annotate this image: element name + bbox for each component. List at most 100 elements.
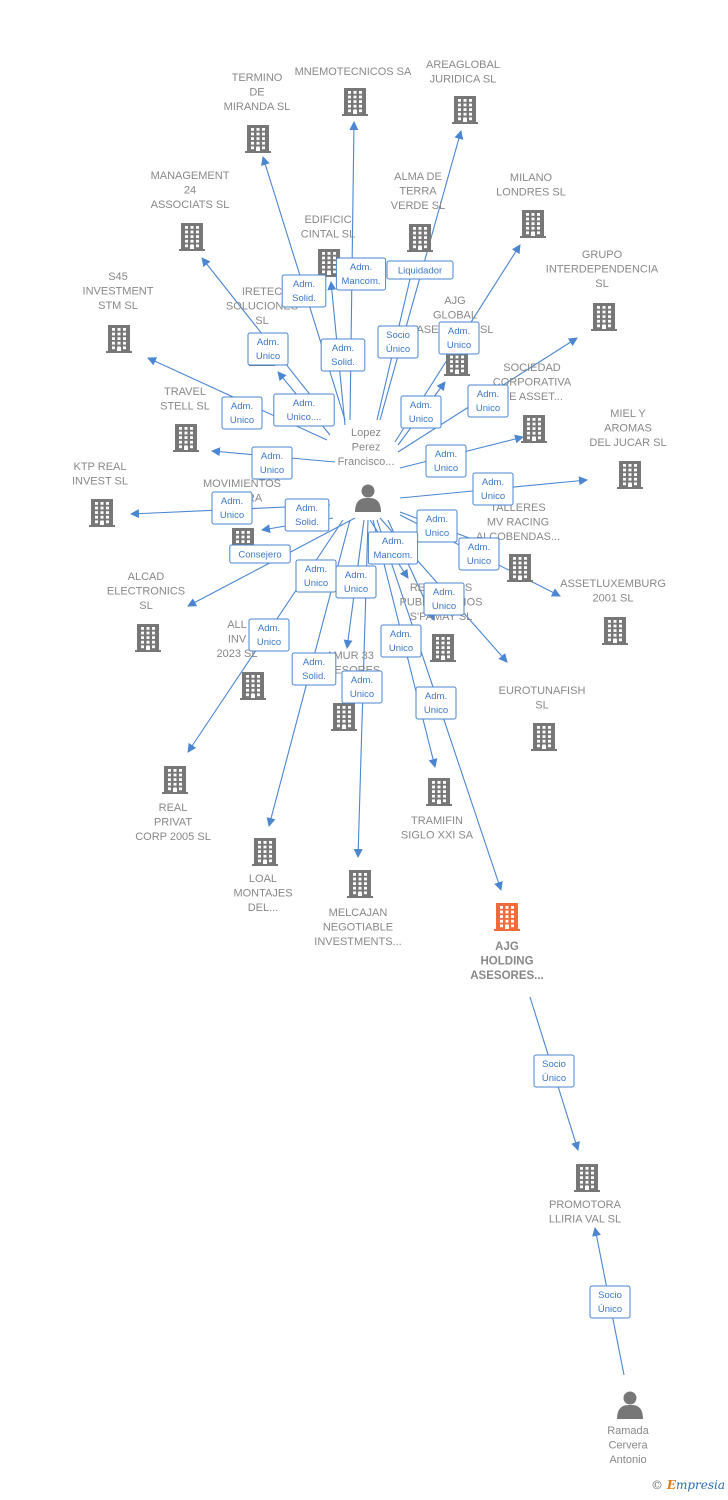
brand-initial: E: [666, 1478, 676, 1492]
node-label: ALMA DE: [394, 171, 442, 183]
node-label: AMUR 33: [326, 650, 374, 662]
node-label: DEL JUCAR SL: [589, 437, 666, 449]
building-icon: [135, 624, 161, 652]
edge-label-miel-aromas[interactable]: Adm.Unico: [472, 472, 514, 506]
edge-label-text: Unico: [447, 340, 471, 351]
edge-label-termino[interactable]: Adm.Solid.: [281, 274, 327, 308]
edge-label-text: Único: [598, 1304, 622, 1315]
edge-label-management24[interactable]: Adm.Unico: [247, 332, 289, 366]
edge-label-mnemotecnicos[interactable]: Adm.Mancom.: [335, 257, 387, 291]
node-label: INVEST SL: [72, 476, 128, 488]
building-icon: [347, 870, 373, 898]
node-label: INTERDEPENDENCIA: [546, 264, 659, 276]
edge-label-box: [273, 393, 335, 427]
node-ajg-holding[interactable]: AJGHOLDINGASESORES...: [470, 903, 544, 982]
edge-label-alcad[interactable]: Consejero: [229, 544, 291, 564]
edge-label-text: Liquidador: [398, 266, 442, 277]
edge-label-grupo-inter[interactable]: Adm.Unico: [467, 384, 509, 418]
edge-label-loal[interactable]: Adm.Solid.: [291, 652, 337, 686]
edge-label-all-inv[interactable]: Adm.Mancom.: [367, 531, 419, 565]
edge-label-text: Adm.: [435, 449, 457, 460]
edge-label-ajg-global[interactable]: Adm.Unico: [400, 395, 442, 429]
edge-label-movimientos[interactable]: Adm.Solid.: [284, 498, 330, 532]
edge-label-box: [247, 332, 289, 366]
node-label: Ramada: [607, 1425, 649, 1437]
edge-label-eurotunafish[interactable]: Adm.Unico: [380, 624, 422, 658]
node-label: ELECTRONICS: [107, 586, 185, 598]
node-ktp-real[interactable]: KTP REAL INVEST SL: [72, 461, 128, 527]
edge-label-edificic[interactable]: Adm.Solid.: [320, 338, 366, 372]
edge-label-assetluxemburg[interactable]: Adm.Unico: [416, 509, 458, 543]
edge-label-talleres-mv[interactable]: Adm.Unico: [458, 537, 500, 571]
edge-label-ktp-real[interactable]: Adm.Unico: [211, 491, 253, 525]
node-label: HOLDING: [480, 956, 533, 968]
node-label: SOCIEDAD: [503, 362, 561, 374]
node-mnemotecnicos[interactable]: MNEMOTECNICOS SA: [295, 66, 412, 116]
edge-label-rec-publ[interactable]: Adm.Unico: [423, 582, 465, 616]
edge-label-box: [221, 396, 263, 430]
edge-label-ajg-holding[interactable]: Adm.Unico: [248, 618, 290, 652]
node-loal[interactable]: LOALMONTAJESDEL...: [233, 838, 293, 914]
building-icon: [521, 415, 547, 443]
edge-label-milano[interactable]: Adm.Unico: [438, 321, 480, 355]
edge-label-text: Adm.: [293, 398, 315, 409]
edge-label-text: Adm.: [382, 536, 404, 547]
building-icon: [494, 903, 520, 931]
edge-label-amur33[interactable]: Adm.Unico: [335, 565, 377, 599]
node-melcajan[interactable]: MELCAJANNEGOTIABLEINVESTMENTS...: [314, 870, 402, 948]
node-label: EUROTUNAFISH: [499, 685, 586, 697]
edge-label-box: [291, 652, 337, 686]
node-label: MOVIMIENTOS: [203, 478, 281, 490]
edge-label-box: [284, 498, 330, 532]
copyright-symbol: ©: [651, 1478, 663, 1492]
edge-label-tramifin[interactable]: Adm.Unico: [415, 686, 457, 720]
edge-label-travel-stell[interactable]: Adm.Unico: [251, 446, 293, 480]
edge-label-text: Solid.: [295, 517, 319, 528]
edge-label-sociedad-corp[interactable]: Adm.Unico: [425, 444, 467, 478]
edge-label-box: [589, 1285, 631, 1319]
edge-label-text: Unico: [220, 510, 244, 521]
building-icon: [179, 223, 205, 251]
node-label: KTP REAL: [74, 461, 127, 473]
edge-label-box: [335, 257, 387, 291]
node-label: INVESTMENT: [83, 286, 154, 298]
edge-label-text: Adm.: [231, 401, 253, 412]
edge-label-iretec[interactable]: Adm.Unico....: [273, 393, 335, 427]
edge-label-box: [377, 325, 419, 359]
edge-label-s45[interactable]: Adm.Unico: [221, 396, 263, 430]
edge-label-areaglobal[interactable]: Liquidador: [386, 260, 454, 280]
edge-label-real-privat[interactable]: Adm.Unico: [295, 559, 337, 593]
node-label: SL: [255, 315, 268, 327]
empresia-footer[interactable]: © Empresia: [651, 1478, 725, 1492]
edge-label-melcajan[interactable]: Adm.Unico: [341, 670, 383, 704]
person-icon: [355, 484, 381, 512]
building-icon: [531, 723, 557, 751]
building-icon: [245, 125, 271, 153]
building-icon: [426, 778, 452, 806]
node-label: SIGLO XXI SA: [401, 830, 474, 842]
edge-label-text: Unico: [260, 465, 284, 476]
node-center[interactable]: LopezPerezFrancisco...: [338, 427, 395, 512]
